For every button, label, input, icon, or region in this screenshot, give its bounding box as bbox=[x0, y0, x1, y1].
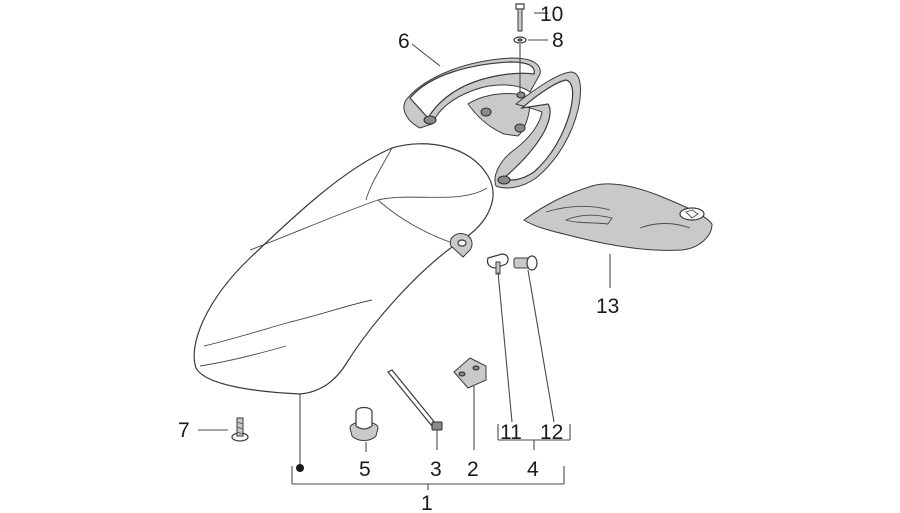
seat bbox=[193, 143, 494, 395]
callout-5: 5 bbox=[359, 458, 371, 481]
rubber-buffer bbox=[349, 406, 379, 441]
callout-1: 1 bbox=[421, 492, 433, 513]
callout-12: 12 bbox=[540, 421, 563, 444]
lock-catch bbox=[486, 253, 509, 275]
callout-7: 7 bbox=[178, 419, 190, 442]
callout-13: 13 bbox=[596, 295, 619, 318]
callout-8: 8 bbox=[552, 29, 564, 52]
seat-cover bbox=[523, 183, 713, 251]
callout-4: 4 bbox=[527, 458, 539, 481]
screw bbox=[231, 417, 249, 442]
callout-6: 6 bbox=[398, 30, 410, 53]
callout-2: 2 bbox=[467, 458, 479, 481]
callout-11: 11 bbox=[500, 421, 522, 444]
washer bbox=[513, 36, 527, 44]
callout-3: 3 bbox=[430, 458, 442, 481]
grab-handle bbox=[403, 57, 581, 189]
lock-cylinder bbox=[513, 255, 538, 271]
leader-lines bbox=[198, 12, 611, 490]
hinge-plate bbox=[453, 357, 487, 389]
cable-tie bbox=[387, 369, 443, 431]
bolt bbox=[515, 3, 525, 32]
seat-lock-hook bbox=[449, 233, 473, 258]
callout-10: 10 bbox=[540, 3, 563, 26]
